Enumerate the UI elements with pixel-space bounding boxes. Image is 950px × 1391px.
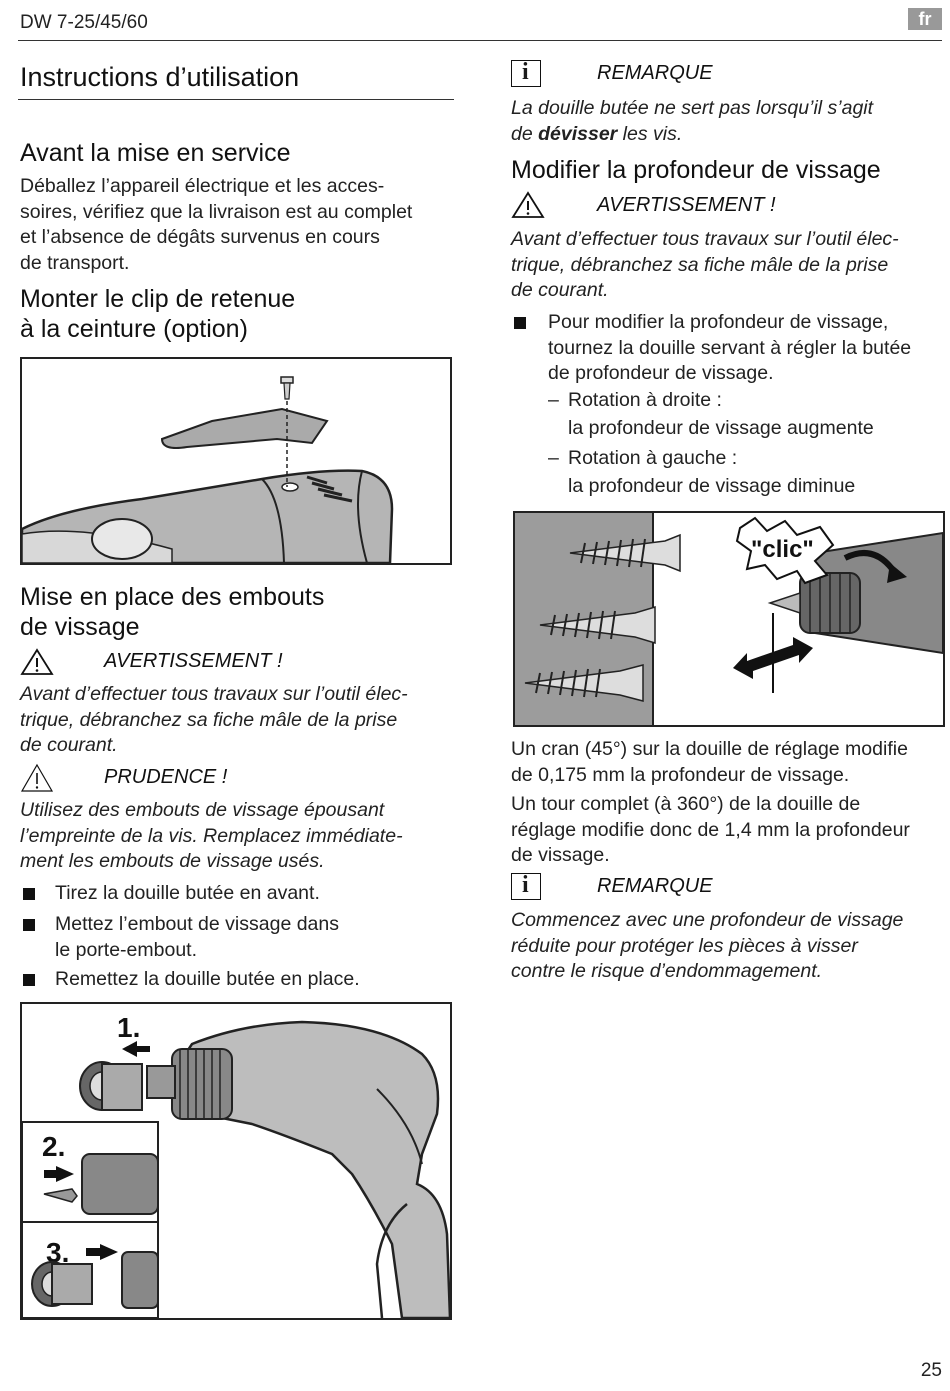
clic-label: "clic" [751, 536, 814, 563]
bullet-square-icon [23, 919, 35, 931]
section-heading-depth: Modifier la profondeur de vissage [511, 156, 881, 184]
bit-insertion-illustration: 1. 2. 3. [20, 1002, 452, 1320]
caution-triangle-icon [20, 763, 54, 792]
note-text: Commencez avec une profondeur de vissage… [511, 909, 904, 982]
bullet-modify-depth: Pour modifier la profondeur de vissage, … [548, 311, 912, 384]
note-text: La douille butée ne sert pas lorsqu’il s… [511, 97, 874, 145]
warning-triangle-icon [511, 191, 545, 218]
info-icon: i [511, 872, 541, 900]
full-turn-text: Un tour complet (à 360°) de la douille d… [511, 793, 910, 866]
title-underline [18, 99, 454, 100]
model-number: DW 7-25/45/60 [20, 12, 148, 33]
warning-label: AVERTISSEMENT ! [104, 650, 283, 672]
section-heading-before-use: Avant la mise en service [20, 139, 291, 167]
dash-icon: – [548, 447, 559, 469]
bullet-pull-sleeve: Tirez la douille butée en avant. [55, 882, 320, 904]
before-use-text: Déballez l’appareil électrique et les ac… [20, 175, 413, 274]
dash-icon: – [548, 389, 559, 411]
caution-label: PRUDENCE ! [104, 766, 228, 788]
screw-depth-illustration: "clic" [513, 511, 945, 727]
rotation-right: Rotation à droite : la profondeur de vis… [568, 389, 874, 439]
step-1-label: 1. [117, 1012, 140, 1043]
bullet-square-icon [23, 888, 35, 900]
section-heading-belt-clip: Monter le clip de retenue à la ceinture … [20, 285, 296, 343]
page-number: 25 [920, 1360, 942, 1381]
info-icon: i [511, 59, 541, 87]
belt-clip-illustration [20, 357, 452, 565]
section-heading-insert-bits: Mise en place des embouts de vissage [20, 583, 325, 641]
header-divider [18, 40, 942, 41]
warning-text: Avant d’effectuer tous travaux sur l’out… [20, 683, 408, 756]
warning-triangle-icon [20, 648, 54, 675]
page-title: Instructions d’utilisation [20, 62, 300, 92]
note-label: REMARQUE [597, 62, 713, 84]
bullet-replace-sleeve: Remettez la douille butée en place. [55, 968, 360, 990]
warning-text: Avant d’effectuer tous travaux sur l’out… [511, 228, 899, 301]
caution-text: Utilisez des embouts de vissage épousant… [20, 799, 403, 872]
step-2-label: 2. [42, 1131, 65, 1162]
step-notch-text: Un cran (45°) sur la douille de réglage … [511, 738, 908, 786]
warning-label: AVERTISSEMENT ! [597, 194, 776, 216]
bullet-square-icon [514, 317, 526, 329]
step-3-label: 3. [46, 1237, 69, 1268]
language-badge: fr [908, 8, 942, 30]
bullet-insert-bit: Mettez l’embout de vissage dans le porte… [55, 913, 339, 961]
rotation-left: Rotation à gauche : la profondeur de vis… [568, 447, 856, 497]
bullet-square-icon [23, 974, 35, 986]
note-label: REMARQUE [597, 875, 713, 897]
